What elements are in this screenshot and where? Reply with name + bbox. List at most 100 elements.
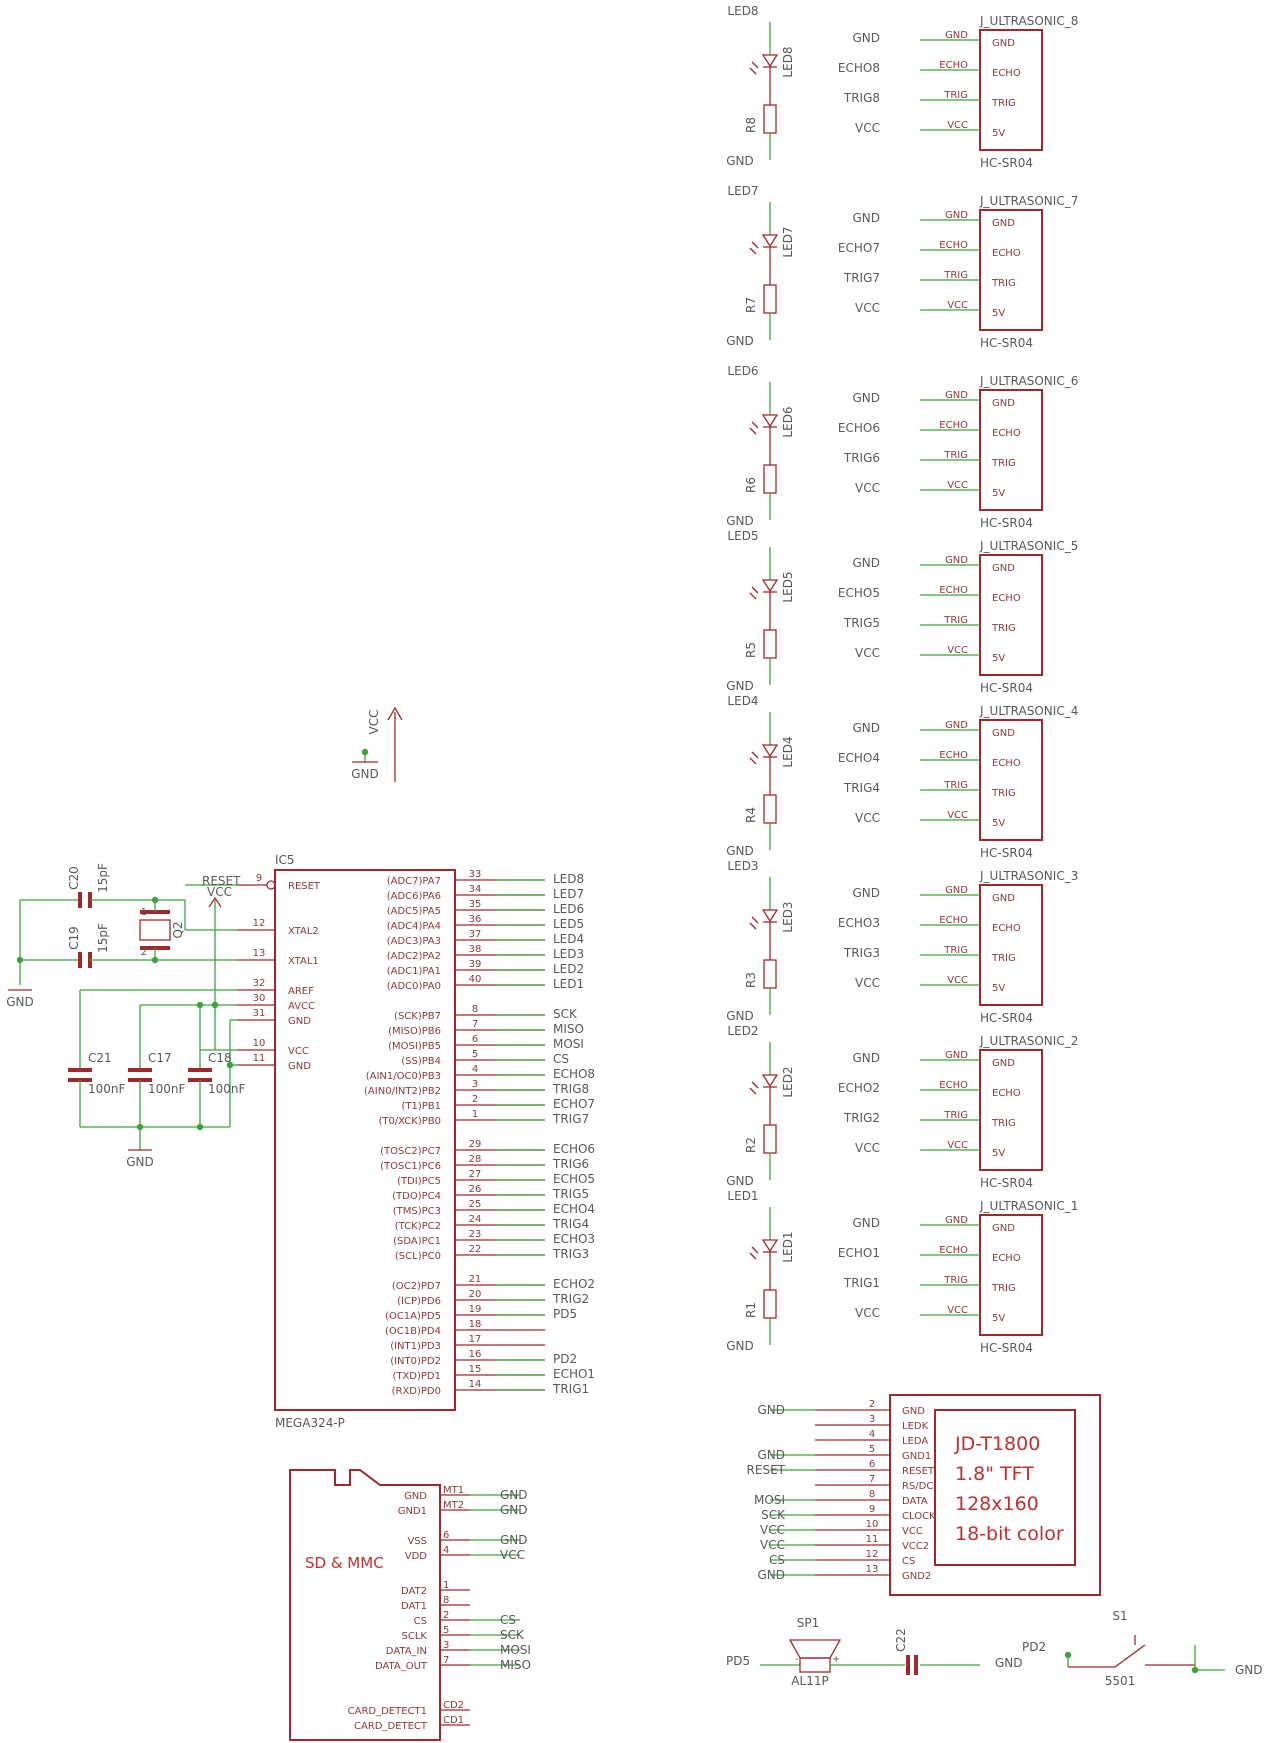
- pin-27-name: (TDI)PC5: [397, 1176, 441, 1187]
- tft-pin-10-number: 10: [866, 1519, 879, 1530]
- pin-40-number: 40: [469, 974, 482, 985]
- tft-pin-10-net: VCC: [760, 1523, 785, 1537]
- pin-20-name: (ICP)PD6: [397, 1296, 441, 1307]
- sensor-3-pin-1-name: ECHO: [992, 923, 1021, 934]
- pin-25-number: 25: [469, 1199, 482, 1210]
- pin-26-number: 26: [469, 1184, 482, 1195]
- sensor-8-net-3-label: VCC: [855, 121, 880, 135]
- pin-14-number: 14: [469, 1379, 482, 1390]
- sensor-6-net-2-label: TRIG6: [843, 451, 880, 465]
- net-ECHO1-label: ECHO1: [553, 1367, 595, 1381]
- sensor-7-led-name: LED7: [781, 226, 795, 257]
- sensor-6-net-1-label: ECHO6: [838, 421, 880, 435]
- pin-5-name: (SS)PB4: [401, 1056, 441, 1067]
- pin-17-number: 17: [469, 1334, 482, 1345]
- pin-17-name: (INT1)PD3: [390, 1341, 441, 1352]
- sensor-4-pin-2-tag: TRIG: [943, 780, 968, 791]
- sensor-4-resistor: [763, 794, 777, 824]
- sensor-5-pin-2-name: TRIG: [991, 623, 1016, 634]
- sensor-1-led-ray-b: [749, 1252, 757, 1260]
- vcc-label: VCC: [367, 710, 381, 735]
- sd-pin-9-number: 7: [443, 1655, 449, 1666]
- sensor-1-connector-body: [979, 1214, 1043, 1336]
- tft-pin-7-name: RS/DC: [902, 1481, 933, 1492]
- sensor-1-pin-1-name: ECHO: [992, 1253, 1021, 1264]
- sensor-1-net-3-label: VCC: [855, 1306, 880, 1320]
- sd-pin-11-name: CARD_DETECT: [354, 1721, 428, 1732]
- pin-29-number: 29: [469, 1139, 482, 1150]
- net-LED8-label: LED8: [553, 872, 584, 886]
- sd-pin-8-name: DATA_IN: [386, 1646, 427, 1657]
- pd5-label: PD5: [726, 1654, 750, 1668]
- sensor-4-pin-3-tag: VCC: [947, 810, 968, 821]
- pin-24-name: (TCK)PC2: [395, 1221, 441, 1232]
- sensor-5-net-1-label: ECHO5: [838, 586, 880, 600]
- net-LED7-label: LED7: [553, 887, 584, 901]
- sensor-4-connector-name: J_ULTRASONIC_4: [979, 704, 1078, 718]
- sensor-1-pin-2-name: TRIG: [991, 1283, 1016, 1294]
- c22-name: C22: [894, 1628, 908, 1652]
- sensor-3-net-0-label: GND: [852, 886, 880, 900]
- pin-34-name: (ADC6)PA6: [387, 891, 441, 902]
- sensor-4-net-1-label: ECHO4: [838, 751, 880, 765]
- sd-pin-3-net: VCC: [500, 1548, 525, 1562]
- sensor-5-connector-body: [979, 554, 1043, 676]
- sensor-8-gnd-label: GND: [726, 154, 754, 168]
- sd-title: SD & MMC: [305, 1554, 384, 1572]
- sensor-7-pin-0-name: GND: [992, 218, 1015, 229]
- sensor-4-led-ray-b: [749, 757, 757, 765]
- net-TRIG6-label: TRIG6: [552, 1157, 589, 1171]
- sd-pin-4-name: DAT2: [401, 1586, 427, 1597]
- sensor-4-led-name: LED4: [781, 736, 795, 767]
- sensor-3-led-ray-a: [751, 916, 759, 924]
- sensor-2-gnd-label: GND: [726, 1174, 754, 1188]
- sensor-8-pin-3-tag: VCC: [947, 120, 968, 131]
- tft-pin-5-number: 5: [869, 1444, 875, 1455]
- pin-19-number: 19: [469, 1304, 482, 1315]
- sensor-6-resistor: [763, 464, 777, 494]
- sd-pin-4-number: 1: [443, 1580, 449, 1591]
- pin-3-name: (AIN0/INT2)PB2: [364, 1086, 441, 1097]
- net-LED5-label: LED5: [553, 917, 584, 931]
- sensor-2-pin-0-tag: GND: [945, 1050, 968, 1061]
- sensor-7-led-ray-a: [751, 241, 759, 249]
- pd2-dot: [1064, 1651, 1072, 1659]
- sensor-3-pin-0-tag: GND: [945, 885, 968, 896]
- tft-pin-6-number: 6: [869, 1459, 875, 1470]
- sensor-5-pin-1-tag: ECHO: [939, 585, 968, 596]
- sensor-5-pin-1-name: ECHO: [992, 593, 1021, 604]
- tft-pin-9-number: 9: [869, 1504, 875, 1515]
- sensor-1-led-name: LED1: [781, 1231, 795, 1262]
- sensor-4-led-top-label: LED4: [727, 694, 758, 708]
- sensor-2-pin-2-tag: TRIG: [943, 1110, 968, 1121]
- sensor-8-pin-2-name: TRIG: [991, 98, 1016, 109]
- sd-pin-8-number: 3: [443, 1640, 449, 1651]
- sensor-4-gnd-label: GND: [726, 844, 754, 858]
- pin-14-name: (RXD)PD0: [392, 1386, 441, 1397]
- sensor-4-pin-2-name: TRIG: [991, 788, 1016, 799]
- sd-pin-1-number: MT2: [443, 1500, 464, 1511]
- tft-pin-7-number: 7: [869, 1474, 875, 1485]
- sensor-4-led-ray-a: [751, 751, 759, 759]
- sensor-4-resistor-name: R4: [744, 807, 758, 823]
- sensor-1-connector-name: J_ULTRASONIC_1: [979, 1199, 1078, 1213]
- sensor-3-resistor: [763, 959, 777, 989]
- tft-pin-12-name: CS: [902, 1556, 915, 1567]
- tft-pin-12-number: 12: [866, 1549, 879, 1560]
- sensor-7-pin-3-name: 5V: [992, 308, 1005, 319]
- sensor-1-pin-1-tag: ECHO: [939, 1245, 968, 1256]
- pin-3-number: 3: [472, 1079, 478, 1090]
- switch-gnd-label: GND: [1235, 1663, 1263, 1677]
- tft-pin-11-number: 11: [866, 1534, 879, 1545]
- sensor-3-pin-3-tag: VCC: [947, 975, 968, 986]
- c17-value: 100nF: [148, 1082, 186, 1096]
- sensor-7-pin-2-name: TRIG: [991, 278, 1016, 289]
- sensor-2-led-ray-a: [751, 1081, 759, 1089]
- sensor-4-pin-1-name: ECHO: [992, 758, 1021, 769]
- sensor-5-led-ray-b: [749, 592, 757, 600]
- sensor-8-connector-name: J_ULTRASONIC_8: [979, 14, 1078, 28]
- sensor-4-pin-3-name: 5V: [992, 818, 1005, 829]
- pin-13-name: XTAL1: [288, 956, 319, 967]
- speaker-body: [799, 1657, 831, 1673]
